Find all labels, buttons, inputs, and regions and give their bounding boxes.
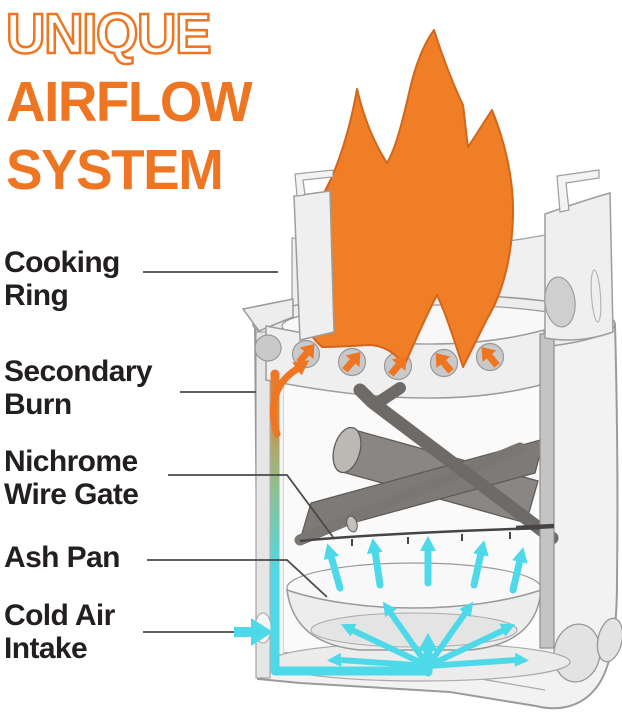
pot-support-tab xyxy=(294,169,334,197)
leader-nichrome-wire-gate xyxy=(168,474,334,538)
firewood-logs xyxy=(294,382,559,546)
label-secondary-burn: Secondary Burn xyxy=(4,355,153,421)
title-line-unique: UNIQUE xyxy=(5,1,213,68)
cold-air-flow xyxy=(270,369,529,677)
label-nichrome-wire-gate: Nichrome Wire Gate xyxy=(4,445,139,511)
flame xyxy=(297,29,515,368)
secondary-burn-arrows xyxy=(269,344,500,438)
heated-air-rise-arrow xyxy=(269,365,301,438)
inner-wall-cut-edge xyxy=(539,333,555,649)
label-cold-air-intake: Cold Air Intake xyxy=(4,599,115,665)
leader-ash-pan xyxy=(147,559,328,598)
leader-lines xyxy=(143,271,334,646)
ash-pan xyxy=(286,562,542,651)
pot-support-tab xyxy=(556,169,600,213)
label-ash-pan: Ash Pan xyxy=(4,541,120,574)
title-line-airflow: AIRFLOW xyxy=(6,70,253,134)
label-cooking-ring: Cooking Ring xyxy=(4,246,120,312)
title-line-system: SYSTEM xyxy=(6,138,224,202)
ring-vent-hole xyxy=(544,276,576,328)
cold-air-intake-arrow xyxy=(234,618,273,646)
page-title: UNIQUE AIRFLOW SYSTEM xyxy=(5,0,253,204)
cooking-ring xyxy=(293,169,614,341)
airflow-channel xyxy=(270,369,431,676)
